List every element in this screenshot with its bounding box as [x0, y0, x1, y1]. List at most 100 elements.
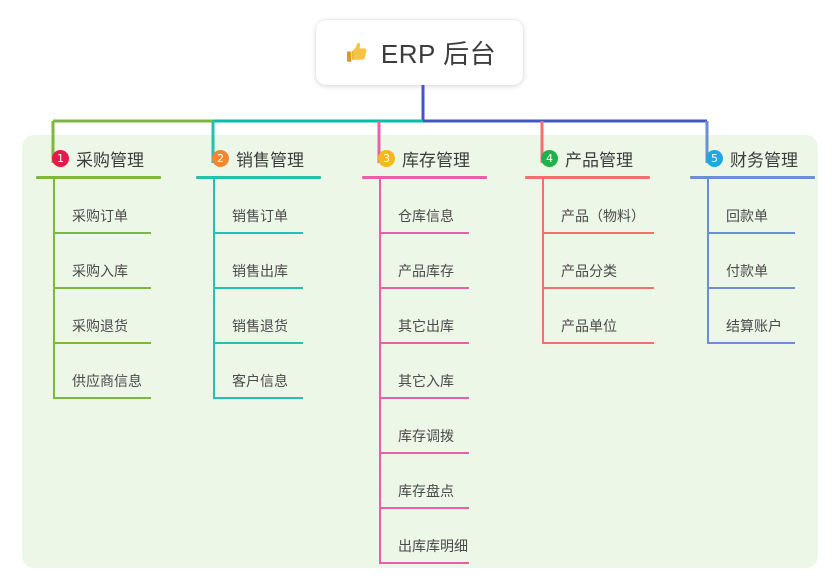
- branch-item[interactable]: 库存盘点: [362, 454, 487, 509]
- branch-item[interactable]: 结算账户: [690, 289, 815, 344]
- branch-item[interactable]: 产品（物料）: [525, 179, 654, 234]
- branch-item-label: 库存盘点: [398, 483, 454, 499]
- branch-items: 销售订单销售出库销售退货客户信息: [196, 179, 321, 399]
- branches-panel: [22, 135, 818, 568]
- branch-header-5[interactable]: 5 财务管理: [690, 145, 815, 171]
- branch-items: 回款单付款单结算账户: [690, 179, 815, 344]
- branch-item[interactable]: 其它出库: [362, 289, 487, 344]
- branch-item-label: 客户信息: [232, 373, 288, 389]
- branch-item-rule: [213, 287, 303, 289]
- branch-item[interactable]: 采购入库: [36, 234, 161, 289]
- branch-item-label: 仓库信息: [398, 208, 454, 224]
- branch-item-rule: [53, 287, 151, 289]
- branch-rule: [690, 176, 815, 179]
- branch-item-rule: [53, 342, 151, 344]
- branch-column-5: 5 财务管理回款单付款单结算账户: [690, 145, 815, 344]
- branch-item-label: 采购订单: [72, 208, 128, 224]
- branch-spine: [707, 179, 709, 344]
- branch-item-label: 销售退货: [232, 318, 288, 334]
- branch-item-rule: [542, 342, 654, 344]
- branch-number-badge: 3: [378, 149, 395, 167]
- branch-item-rule: [542, 232, 654, 234]
- branch-label: 采购管理: [76, 150, 144, 170]
- branch-item[interactable]: 产品分类: [525, 234, 654, 289]
- branch-item[interactable]: 销售订单: [196, 179, 321, 234]
- branch-item-rule: [542, 287, 654, 289]
- branch-items: 仓库信息产品库存其它出库其它入库库存调拨库存盘点出库库明细: [362, 179, 487, 564]
- branch-items: 产品（物料） 产品分类产品单位: [525, 179, 654, 344]
- branch-item-label: 库存调拨: [398, 428, 454, 444]
- branch-spine: [379, 179, 381, 564]
- branch-item[interactable]: 采购退货: [36, 289, 161, 344]
- branch-item-label: 销售出库: [232, 263, 288, 279]
- branch-item-label: 供应商信息: [72, 373, 142, 389]
- root-node-content: ERP 后台: [343, 34, 496, 71]
- branch-item-label: 产品（物料）: [561, 208, 645, 224]
- branch-item-rule: [379, 507, 469, 509]
- branch-rule: [362, 176, 487, 179]
- branch-item-label: 销售订单: [232, 208, 288, 224]
- branch-item-rule: [707, 287, 795, 289]
- branch-header-2[interactable]: 2 销售管理: [196, 145, 321, 171]
- branch-item[interactable]: 供应商信息: [36, 344, 161, 399]
- branch-rule: [36, 176, 161, 179]
- branch-item-rule: [213, 232, 303, 234]
- root-title: ERP 后台: [380, 39, 497, 69]
- branch-column-4: 4 产品管理产品（物料） 产品分类产品单位: [525, 145, 654, 344]
- branch-item[interactable]: 回款单: [690, 179, 815, 234]
- branch-item-label: 结算账户: [726, 318, 782, 334]
- branch-item-label: 产品单位: [561, 318, 617, 334]
- branch-item[interactable]: 产品单位: [525, 289, 654, 344]
- branch-item-rule: [379, 342, 469, 344]
- branch-spine: [542, 179, 544, 344]
- branch-column-3: 3 库存管理仓库信息产品库存其它出库其它入库库存调拨库存盘点出库库明细: [362, 145, 487, 564]
- branch-item-label: 付款单: [726, 263, 768, 279]
- branch-item-rule: [379, 232, 469, 234]
- branch-number-badge: 4: [541, 149, 558, 167]
- branch-item-label: 采购退货: [72, 318, 128, 334]
- branch-item[interactable]: 库存调拨: [362, 399, 487, 454]
- branch-item-label: 其它入库: [398, 373, 454, 389]
- branch-item-rule: [379, 397, 469, 399]
- branch-item-rule: [213, 397, 303, 399]
- branch-item[interactable]: 出库库明细: [362, 509, 487, 564]
- branch-rule: [196, 176, 321, 179]
- branch-item[interactable]: 仓库信息: [362, 179, 487, 234]
- branch-item[interactable]: 销售退货: [196, 289, 321, 344]
- branch-item-label: 产品分类: [561, 263, 617, 279]
- branch-item-rule: [213, 342, 303, 344]
- branch-spine: [213, 179, 215, 399]
- branch-spine: [53, 179, 55, 399]
- branch-label: 库存管理: [402, 150, 470, 170]
- branch-item[interactable]: 其它入库: [362, 344, 487, 399]
- root-node[interactable]: ERP 后台: [316, 20, 523, 85]
- branch-item-rule: [707, 232, 795, 234]
- branch-item-label: 采购入库: [72, 263, 128, 279]
- branch-header-3[interactable]: 3 库存管理: [362, 145, 487, 171]
- branch-label: 销售管理: [236, 150, 304, 170]
- branch-item[interactable]: 采购订单: [36, 179, 161, 234]
- branch-item-rule: [53, 232, 151, 234]
- branch-item[interactable]: 产品库存: [362, 234, 487, 289]
- branch-number-badge: 5: [706, 149, 723, 167]
- branch-label: 产品管理: [565, 150, 633, 170]
- thumbs-up-icon: [343, 39, 371, 67]
- branch-item[interactable]: 客户信息: [196, 344, 321, 399]
- branch-item-rule: [379, 287, 469, 289]
- branch-item[interactable]: 付款单: [690, 234, 815, 289]
- branch-item-label: 回款单: [726, 208, 768, 224]
- branch-items: 采购订单采购入库采购退货供应商信息: [36, 179, 161, 399]
- branch-number-badge: 2: [212, 149, 229, 167]
- branch-label: 财务管理: [730, 150, 798, 170]
- branch-column-2: 2 销售管理销售订单销售出库销售退货客户信息: [196, 145, 321, 399]
- branch-item-rule: [53, 397, 151, 399]
- branch-item-label: 产品库存: [398, 263, 454, 279]
- branch-item-rule: [707, 342, 795, 344]
- branch-item-rule: [379, 452, 469, 454]
- branch-item-label: 出库库明细: [398, 538, 468, 554]
- branch-item[interactable]: 销售出库: [196, 234, 321, 289]
- branch-header-4[interactable]: 4 产品管理: [525, 145, 650, 171]
